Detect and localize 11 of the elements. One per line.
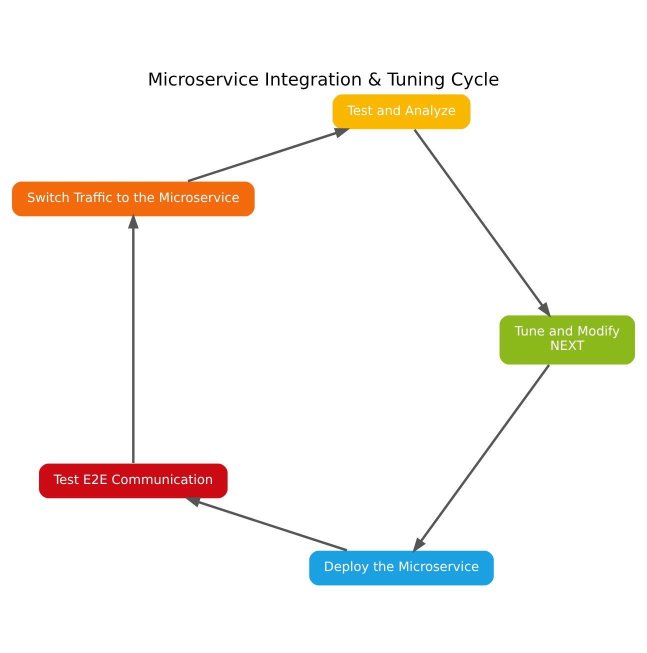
node-box: Switch Traffic to the Microservice bbox=[11, 180, 256, 217]
node-box: Tune and Modify NEXT bbox=[498, 314, 636, 365]
arrow bbox=[184, 496, 348, 551]
arrow bbox=[188, 128, 350, 182]
node-box: Test and Analyze bbox=[332, 93, 472, 130]
arrow bbox=[414, 128, 552, 318]
node-box: Deploy the Microservice bbox=[308, 549, 495, 586]
node-box: Test E2E Communication bbox=[38, 462, 228, 499]
diagram-title: Microservice Integration & Tuning Cycle bbox=[148, 70, 500, 90]
arrow bbox=[412, 364, 550, 553]
arrow bbox=[128, 212, 139, 463]
